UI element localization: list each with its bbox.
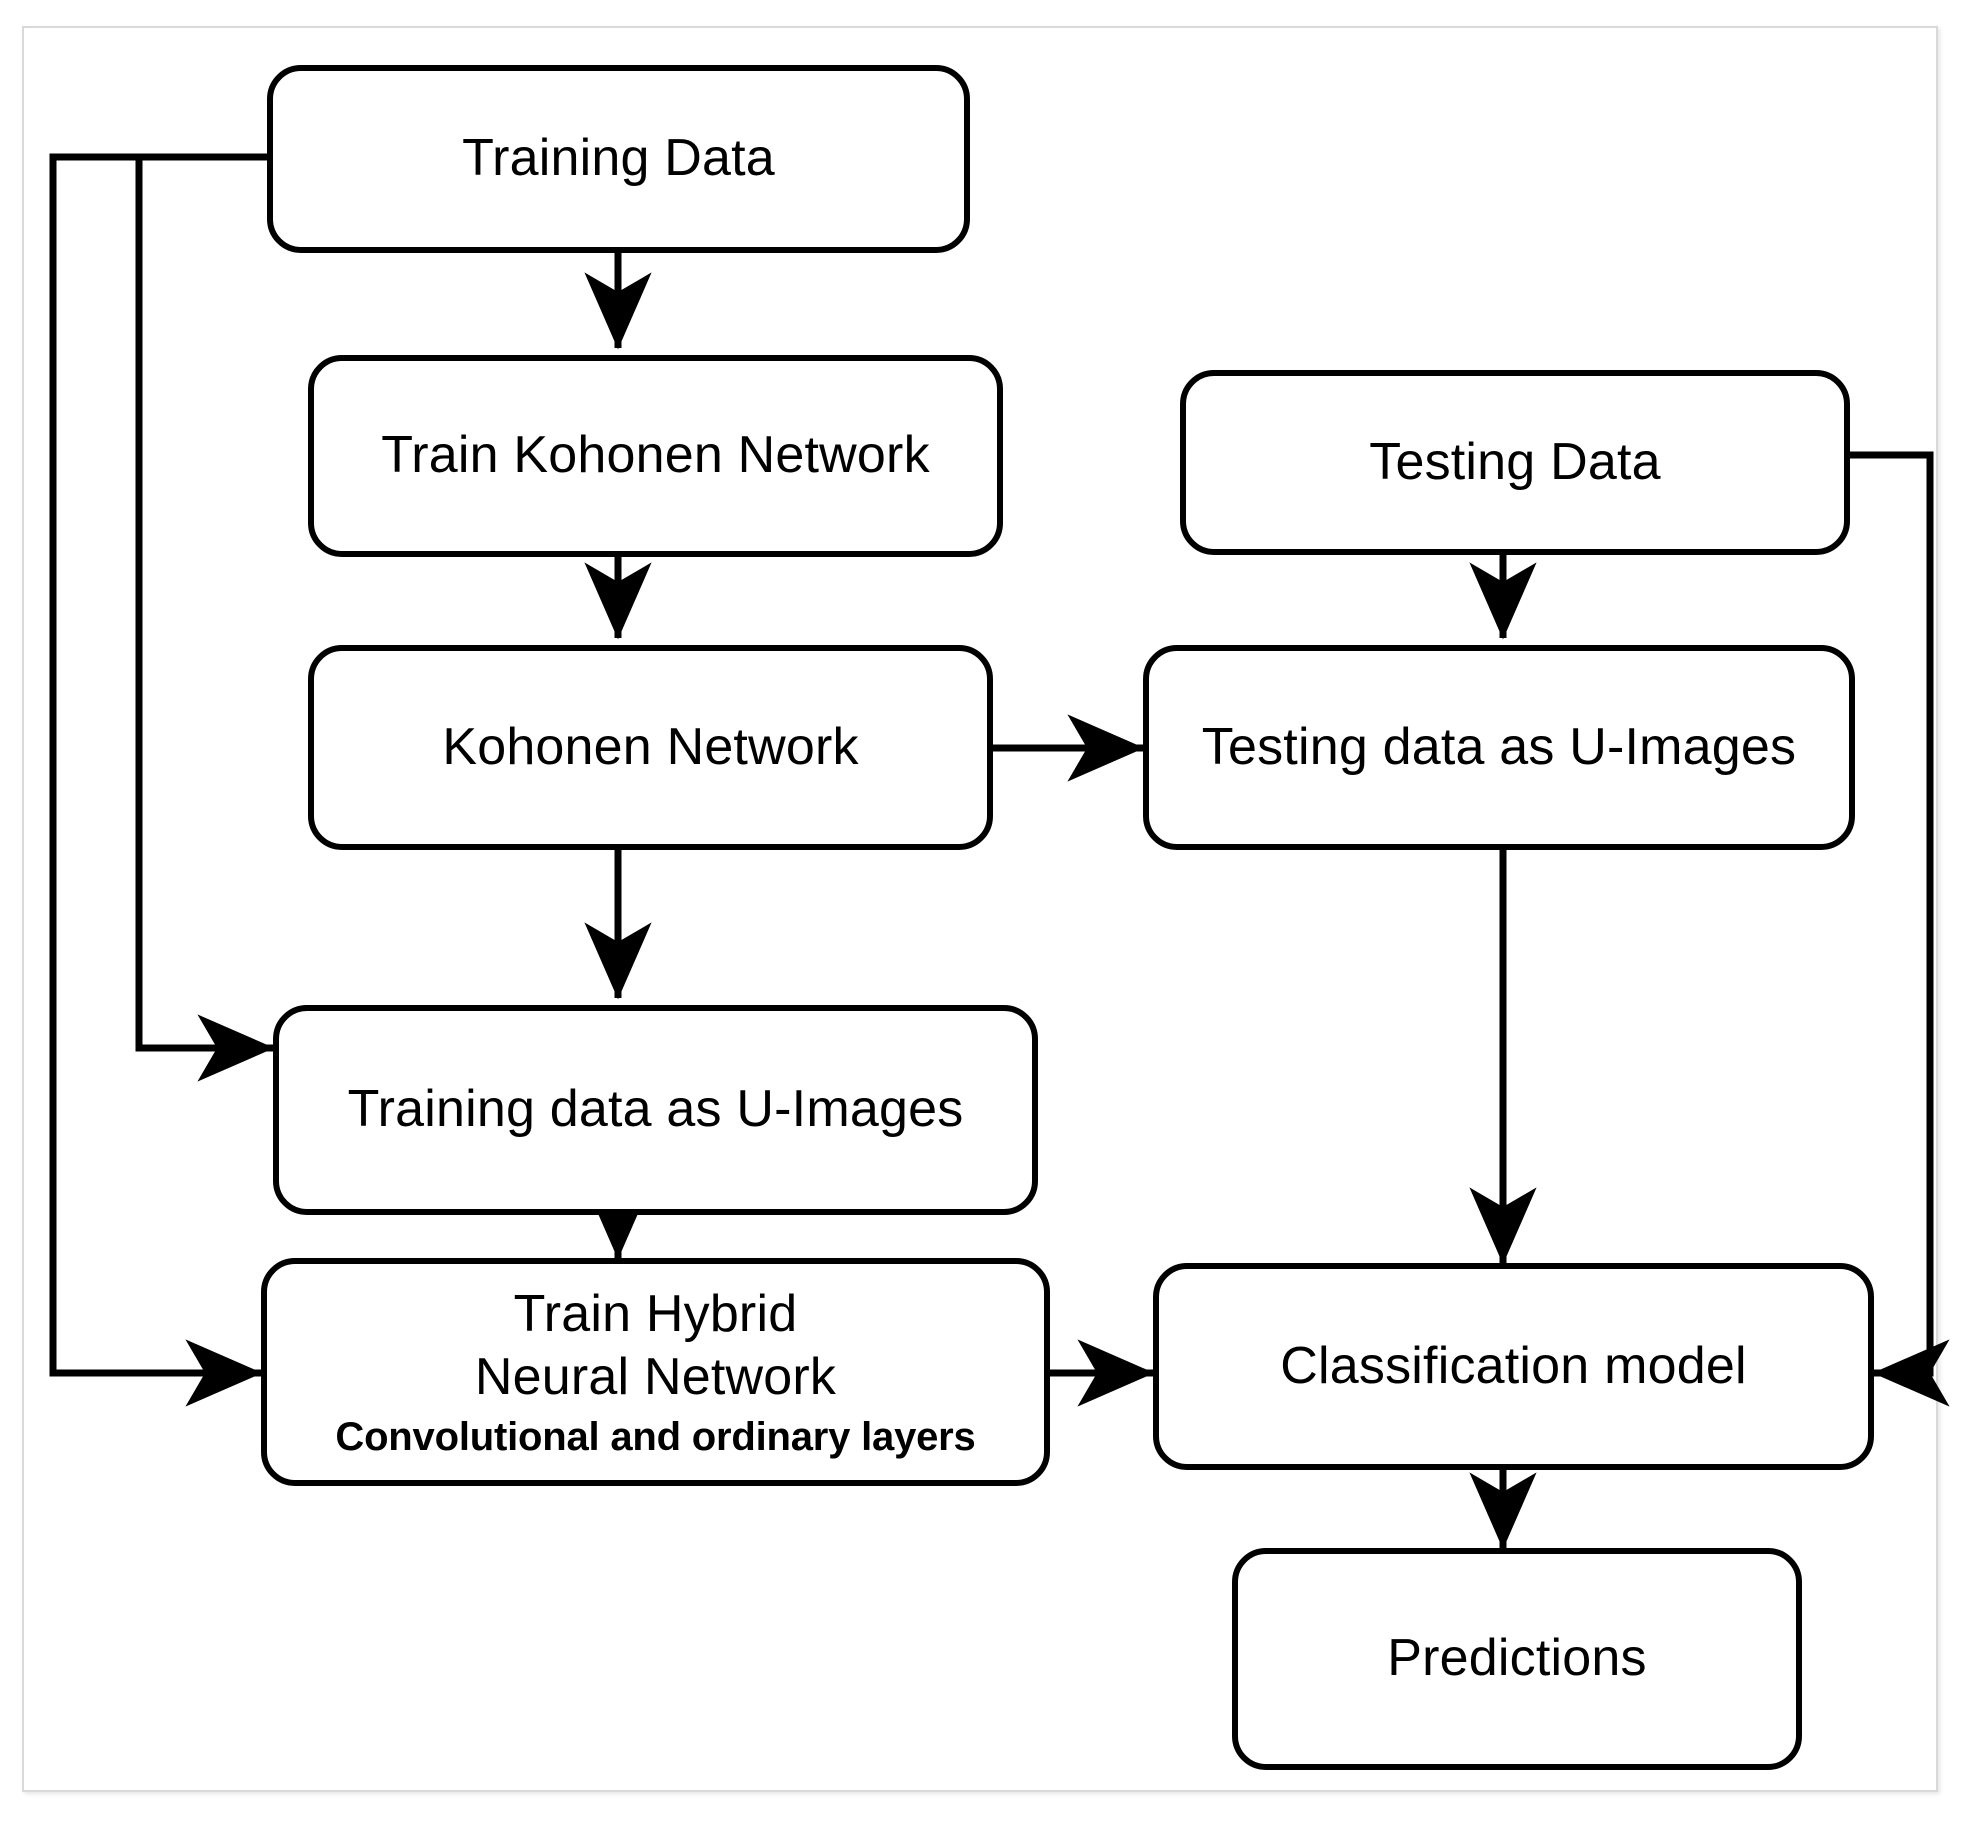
- node-testing-data-label: Testing Data: [1369, 432, 1661, 491]
- node-testing-data-as-u-images-label: Testing data as U-Images: [1201, 717, 1797, 776]
- node-predictions-label: Predictions: [1387, 1629, 1647, 1688]
- node-train-hybrid-neural-network[interactable]: Train Hybrid Neural Network Convolutiona…: [261, 1258, 1050, 1486]
- node-training-data-as-u-images-label: Training data as U-Images: [347, 1080, 964, 1139]
- node-classification-model[interactable]: Classification model: [1153, 1263, 1874, 1470]
- node-train-hybrid-line-1: Train Hybrid: [513, 1284, 798, 1343]
- node-training-data-label: Training Data: [462, 129, 775, 188]
- edge-training-data-to-train-hybrid: [49, 153, 267, 1407]
- node-train-hybrid-sublabel: Convolutional and ordinary layers: [335, 1414, 976, 1459]
- node-classification-model-label: Classification model: [1280, 1336, 1747, 1395]
- node-training-data[interactable]: Training Data: [267, 65, 970, 253]
- node-kohonen-network-label: Kohonen Network: [442, 717, 859, 776]
- figure-frame: [22, 26, 1938, 1792]
- node-train-hybrid-line-2: Neural Network: [474, 1348, 837, 1407]
- edge-training-data-to-training-u-images: [135, 153, 275, 1082]
- node-training-data-as-u-images[interactable]: Training data as U-Images: [273, 1005, 1038, 1215]
- node-testing-data-as-u-images[interactable]: Testing data as U-Images: [1143, 645, 1855, 850]
- node-train-kohonen-network[interactable]: Train Kohonen Network: [308, 355, 1003, 557]
- node-predictions[interactable]: Predictions: [1232, 1548, 1802, 1770]
- edge-testing-data-to-classification-model: [1850, 451, 1950, 1407]
- node-train-kohonen-network-label: Train Kohonen Network: [381, 426, 930, 485]
- node-kohonen-network[interactable]: Kohonen Network: [308, 645, 993, 850]
- node-testing-data[interactable]: Testing Data: [1180, 370, 1850, 555]
